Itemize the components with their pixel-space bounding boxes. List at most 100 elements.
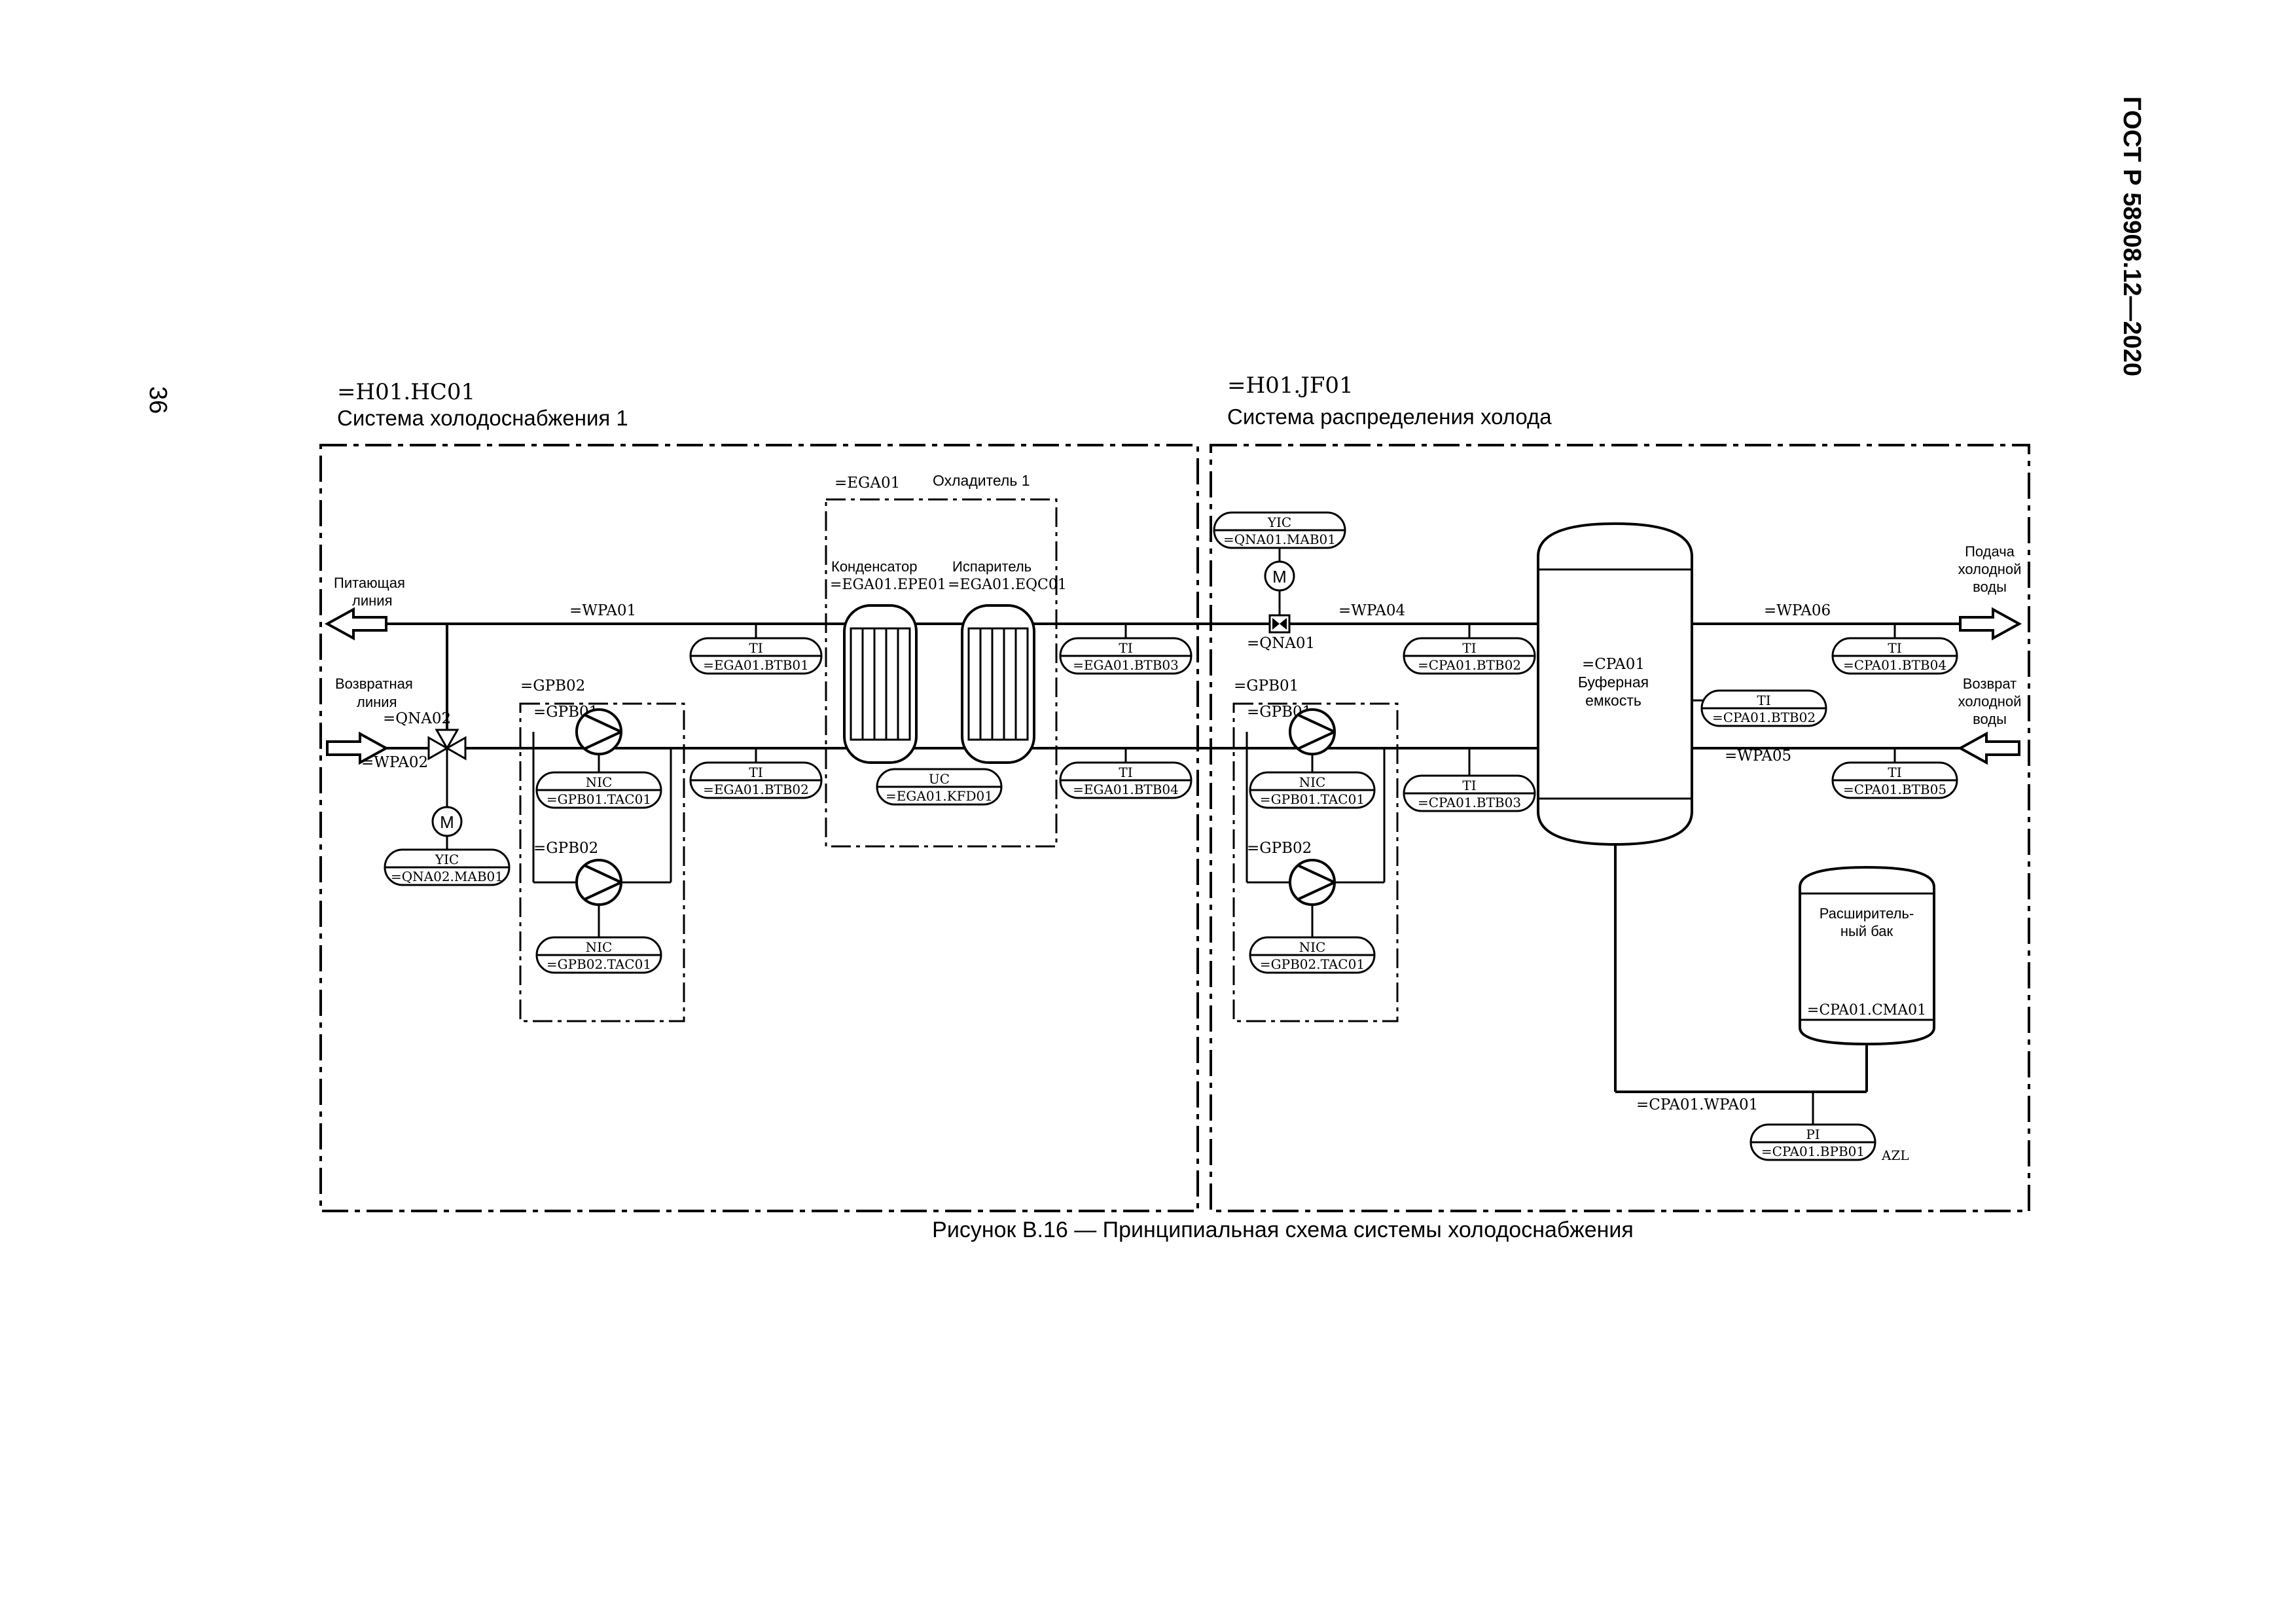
supply-line-label-1: Питающая xyxy=(334,575,405,591)
svg-text:TI: TI xyxy=(1462,640,1476,656)
ti-tag-cpa01-btb04: TI =CPA01.BTB04 xyxy=(1831,624,1958,675)
buffer-tank-code: =CPA01 xyxy=(1582,656,1645,673)
ti-tag-cpa01-btb03: TI =CPA01.BTB03 xyxy=(1403,748,1536,812)
svg-text:=CPA01.BTB02: =CPA01.BTB02 xyxy=(1418,657,1521,673)
svg-text:=CPA01.BTB04: =CPA01.BTB04 xyxy=(1843,657,1946,673)
pipe-wpa04-label: =WPA04 xyxy=(1338,602,1405,619)
svg-text:=EGA01.BTB04: =EGA01.BTB04 xyxy=(1073,782,1179,797)
control-valve-qna01-icon xyxy=(1268,614,1291,634)
svg-text:=EGA01.BTB02: =EGA01.BTB02 xyxy=(703,782,809,797)
svg-text:NIC: NIC xyxy=(1299,774,1326,790)
condenser-heat-exchanger-icon xyxy=(843,604,918,764)
left-system-code: =H01.HC01 xyxy=(337,379,475,405)
svg-text:=GPB02.TAC01: =GPB02.TAC01 xyxy=(547,956,651,972)
svg-text:TI: TI xyxy=(1888,765,1901,780)
motor-symbol-right: M xyxy=(1272,567,1287,586)
ti-tag-egb01-btb01: TI =EGA01.BTB01 xyxy=(689,624,823,675)
pump-gpb01-right-icon xyxy=(1289,708,1336,755)
svg-text:=QNA01.MAB01: =QNA01.MAB01 xyxy=(1223,532,1336,547)
svg-text:=QNA02.MAB01: =QNA02.MAB01 xyxy=(391,869,503,884)
svg-text:=GPB02.TAC01: =GPB02.TAC01 xyxy=(1260,956,1365,972)
motor-symbol-left: M xyxy=(440,812,454,832)
three-way-valve-icon xyxy=(427,729,467,761)
pump-group-left-label: =GPB02 xyxy=(520,677,585,695)
nic-tag-gpb01-right: NIC =GPB01.TAC01 xyxy=(1249,771,1376,809)
right-system-code: =H01.JF01 xyxy=(1227,372,1354,399)
nic-tag-gpb02-left: NIC =GPB02.TAC01 xyxy=(535,936,662,974)
evaporator-name: Испаритель xyxy=(952,558,1031,575)
pump-group-right-label: =GPB01 xyxy=(1234,677,1299,695)
svg-text:TI: TI xyxy=(749,765,762,780)
buffer-tank-icon xyxy=(1537,522,1693,846)
exp-tank-name-2: ный бак xyxy=(1840,923,1893,939)
yic-tag-qna02: YIC =QNA02.MAB01 xyxy=(384,848,511,886)
ti-tag-ega01-btb03: TI =EGA01.BTB03 xyxy=(1059,624,1193,675)
pi-tag-cpa01-bpb01: PI =CPA01.BPB01 xyxy=(1749,1123,1876,1161)
svg-text:=EGA01.BTB01: =EGA01.BTB01 xyxy=(703,657,809,673)
right-system-boundary xyxy=(1210,444,2030,1212)
condenser-code: =EGA01.EPE01 xyxy=(830,577,946,593)
return-in-arrow-right xyxy=(1959,732,2020,764)
left-system-boundary xyxy=(319,444,1199,1212)
svg-text:=GPB01.TAC01: =GPB01.TAC01 xyxy=(547,791,651,807)
supply-out-arrow-left xyxy=(326,608,387,640)
evaporator-heat-exchanger-icon xyxy=(961,604,1035,764)
exp-tank-code: =CPA01.CMA01 xyxy=(1807,1002,1926,1019)
svg-text:NIC: NIC xyxy=(586,939,613,955)
pump2-left-label: =GPB02 xyxy=(533,840,598,857)
pi-alarm-label: AZL xyxy=(1881,1147,1909,1163)
pump2-right-label: =GPB02 xyxy=(1247,840,1312,857)
chiller-code: =EGA01 xyxy=(834,475,900,492)
yic-tag-qna01: YIC =QNA01.MAB01 xyxy=(1213,511,1346,549)
ti-tag-cpa01-btb05: TI =CPA01.BTB05 xyxy=(1831,748,1958,799)
exp-pipe-label: =CPA01.WPA01 xyxy=(1636,1096,1758,1113)
svg-text:=CPA01.BTB05: =CPA01.BTB05 xyxy=(1843,782,1946,797)
condenser-name: Конденсатор xyxy=(831,558,917,575)
svg-text:YIC: YIC xyxy=(1267,514,1291,530)
pump-group-right-boundary xyxy=(1232,702,1399,1022)
svg-text:NIC: NIC xyxy=(586,774,613,790)
buffer-tank-name-1: Буферная xyxy=(1578,674,1649,691)
svg-text:=EGA01.BTB03: =EGA01.BTB03 xyxy=(1073,657,1179,673)
pump-gpb01-left-icon xyxy=(575,708,622,755)
svg-text:TI: TI xyxy=(1888,640,1901,656)
svg-text:=CPA01.BTB03: =CPA01.BTB03 xyxy=(1418,795,1521,810)
ti-tag-ega01-btb02: TI =EGA01.BTB02 xyxy=(689,748,823,799)
pipe-wpa01-label: =WPA01 xyxy=(569,602,636,619)
pipe-wpa05-label: =WPA05 xyxy=(1725,748,1791,765)
ti-tag-cpa01-btb02: TI =CPA01.BTB02 xyxy=(1403,624,1536,675)
pipe-wpa02-label: =WPA02 xyxy=(361,754,428,771)
chiller-name: Охладитель 1 xyxy=(933,472,1030,489)
svg-text:=CPA01.BPB01: =CPA01.BPB01 xyxy=(1761,1144,1865,1159)
svg-text:TI: TI xyxy=(1462,778,1476,793)
expansion-tank-icon xyxy=(1799,865,1935,1046)
valve-qna01-label: =QNA01 xyxy=(1247,635,1315,652)
pump-gpb02-right-icon xyxy=(1289,859,1336,906)
exp-tank-name-1: Расширитель- xyxy=(1820,905,1914,922)
right-system-name: Система распределения холода xyxy=(1227,405,1552,429)
return-line-label-2: линия xyxy=(357,694,397,710)
supply-out-label-3: воды xyxy=(1973,579,2007,595)
evaporator-code: =EGA01.EQC01 xyxy=(948,577,1067,593)
ti-tag-ega01-btb04: TI =EGA01.BTB04 xyxy=(1059,748,1193,799)
svg-text:UC: UC xyxy=(929,771,950,787)
svg-text:=EGA01.KFD01: =EGA01.KFD01 xyxy=(886,788,993,804)
return-in-label-3: воды xyxy=(1973,711,2007,727)
buffer-tank-name-2: емкость xyxy=(1585,692,1641,709)
ti-tag-cpa01-btb02-tank: TI =CPA01.BTB02 xyxy=(1692,689,1827,727)
return-line-label-1: Возвратная xyxy=(335,676,413,692)
svg-text:TI: TI xyxy=(1757,693,1770,708)
pipe-wpa06-label: =WPA06 xyxy=(1764,602,1831,619)
nic-tag-gpb02-right: NIC =GPB02.TAC01 xyxy=(1249,936,1376,974)
svg-text:TI: TI xyxy=(1119,640,1132,656)
svg-text:PI: PI xyxy=(1806,1127,1820,1142)
valve-qna02-label: =QNA02 xyxy=(383,710,451,727)
chiller-boundary xyxy=(825,498,1058,848)
svg-text:NIC: NIC xyxy=(1299,939,1326,955)
nic-tag-gpb01-left: NIC =GPB01.TAC01 xyxy=(535,771,662,809)
supply-line-label-2: линия xyxy=(352,592,392,609)
svg-text:TI: TI xyxy=(749,640,762,656)
pump-group-left-boundary xyxy=(519,702,685,1022)
return-in-label-2: холодной xyxy=(1958,693,2022,710)
